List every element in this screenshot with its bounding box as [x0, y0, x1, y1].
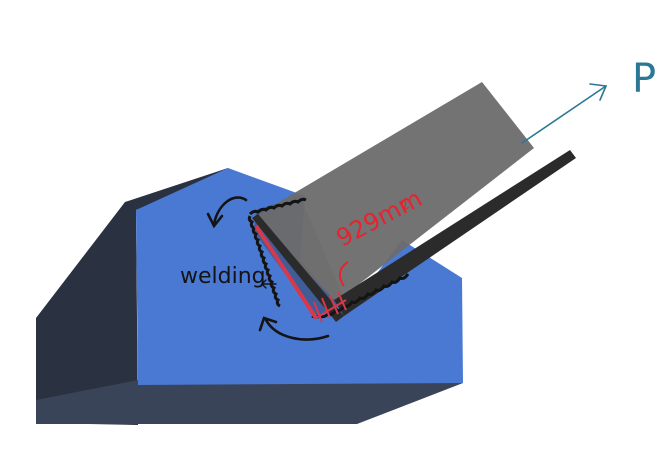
- plate-edge: [252, 214, 344, 322]
- rotation-arrows: [206, 196, 330, 341]
- plate-lip: [334, 150, 576, 316]
- bottom-rotation-arrow: [264, 318, 330, 341]
- area-bracket: [338, 261, 349, 287]
- plate-face: [252, 82, 534, 302]
- angled-plate: [252, 82, 576, 322]
- top-rotation-arrow: [212, 196, 248, 226]
- welding-label: welding: [180, 264, 266, 289]
- load-arrow: [521, 83, 608, 144]
- block-left-face: [36, 168, 232, 425]
- weld-hatching: [254, 224, 347, 323]
- load-label: P: [632, 56, 656, 102]
- block-bottom-face: [36, 380, 463, 424]
